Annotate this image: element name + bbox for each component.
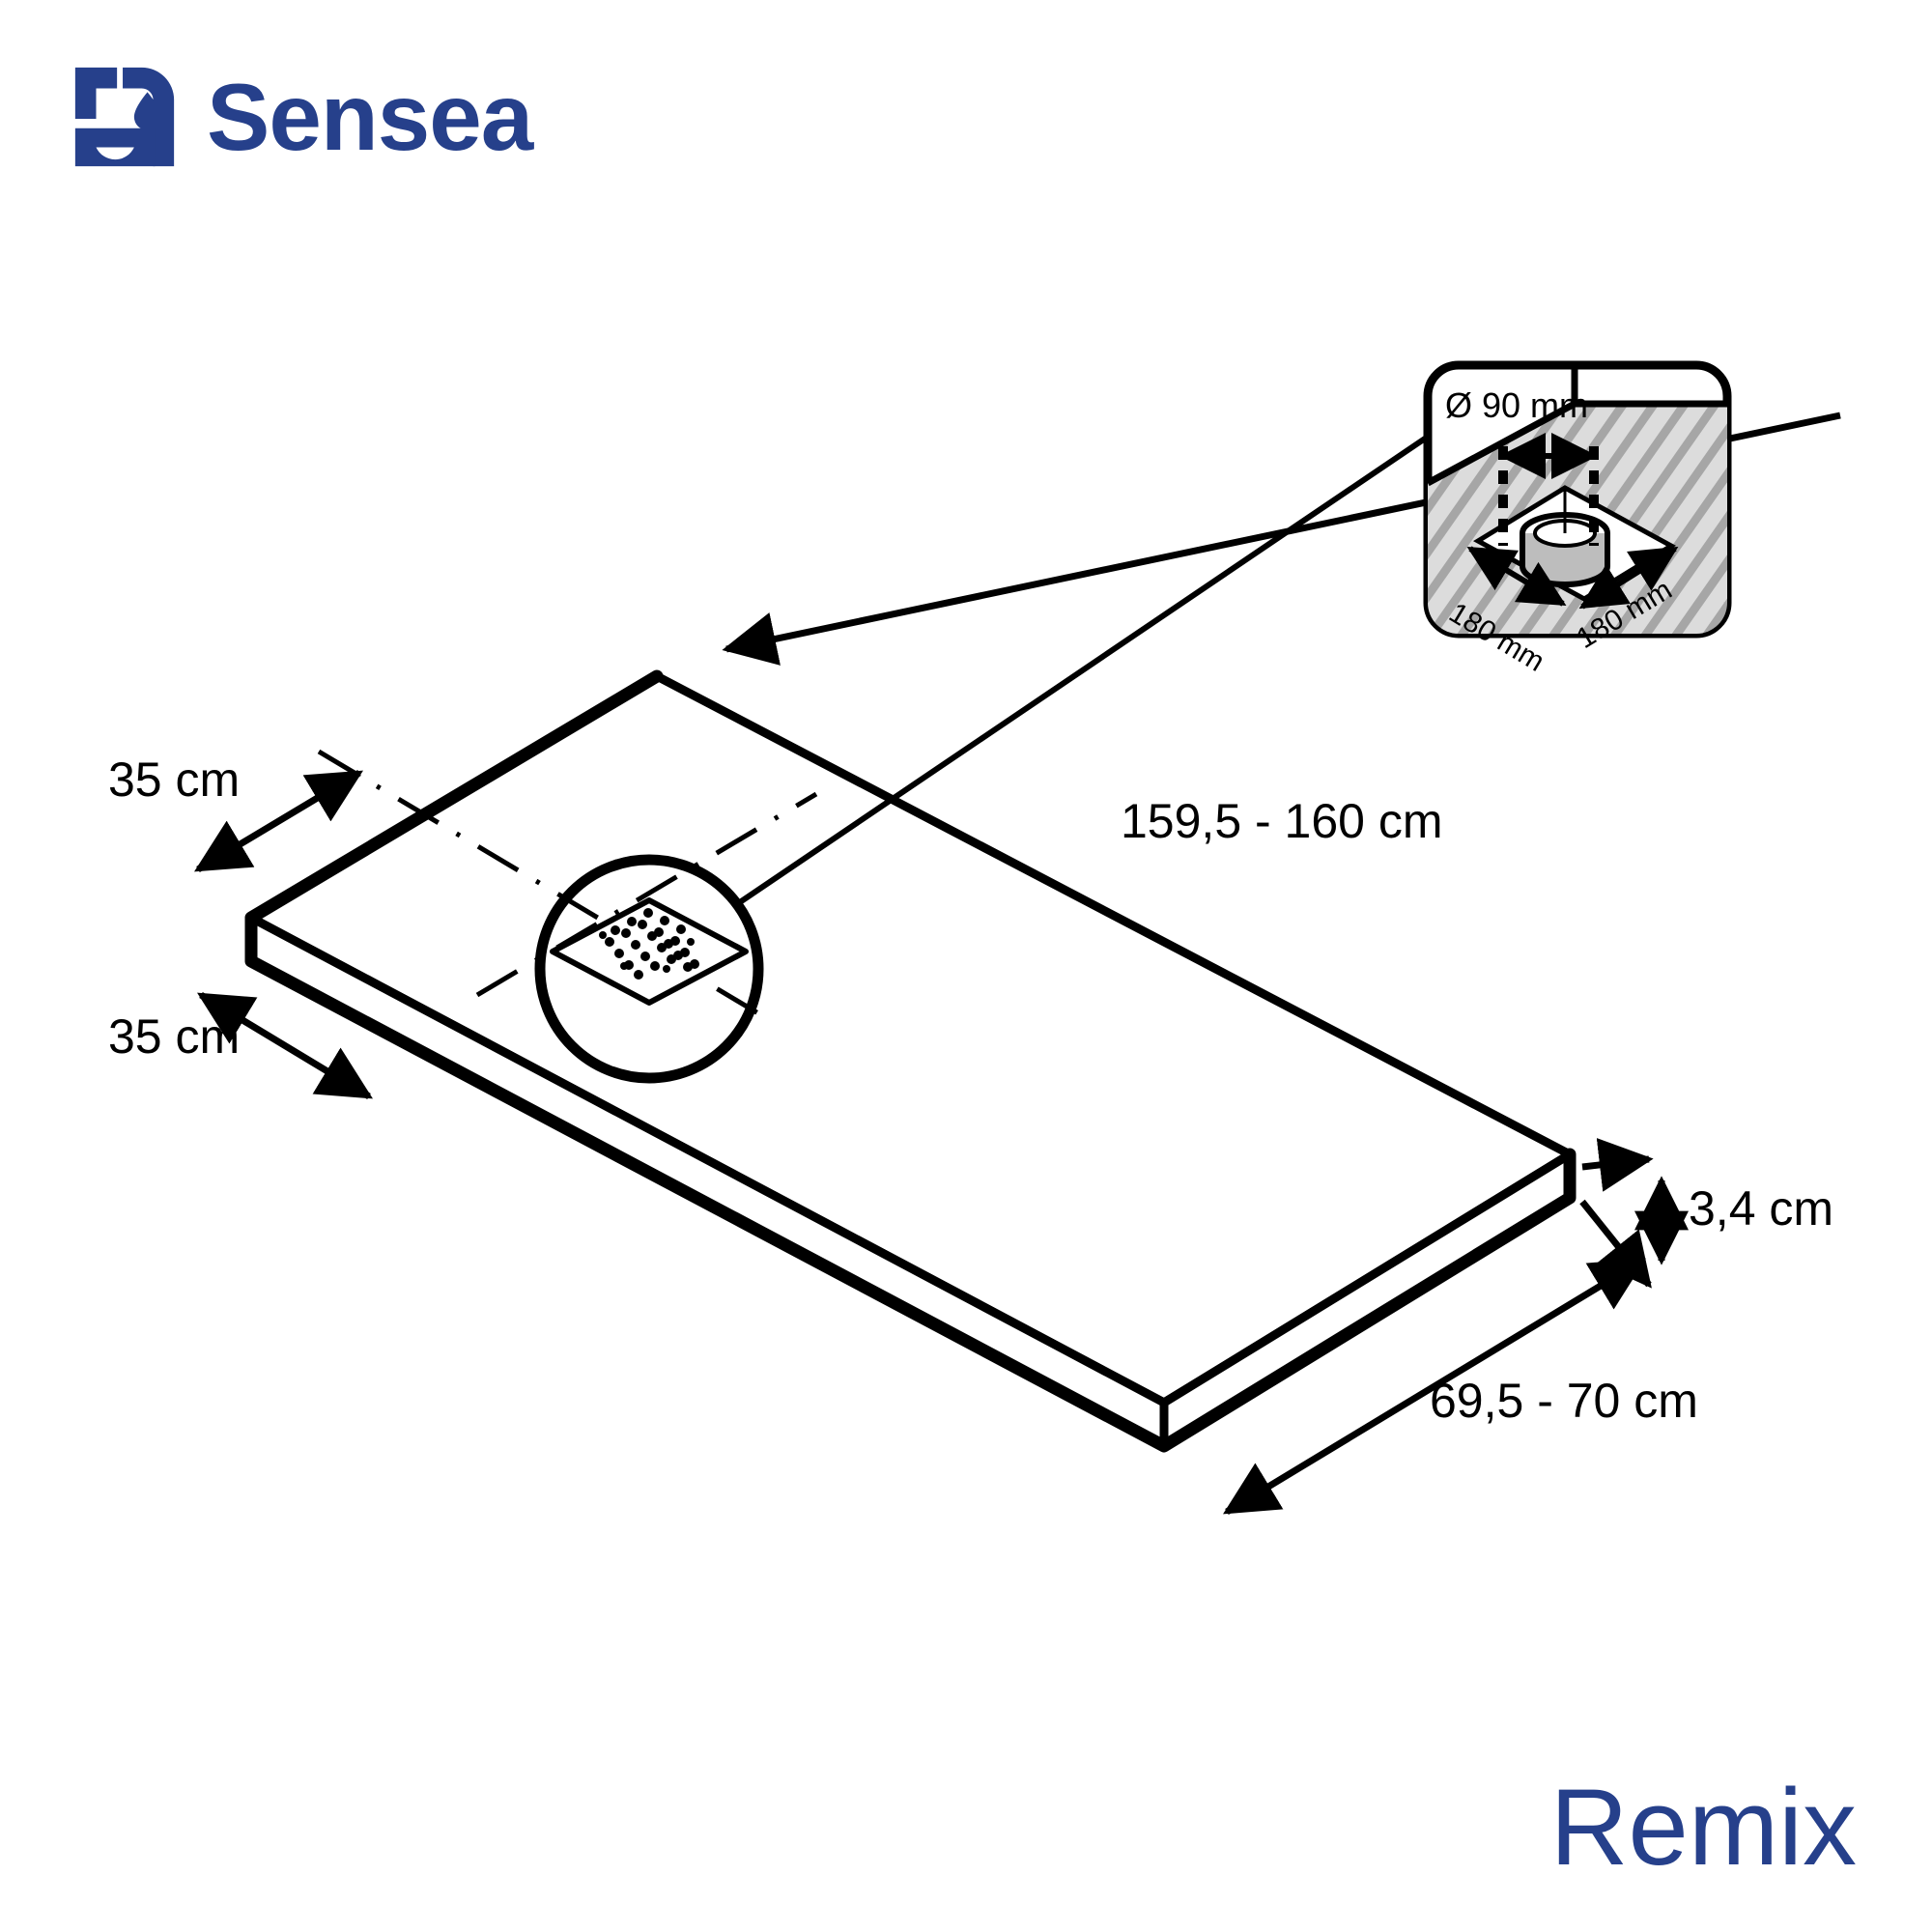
dimension-arrow-depth-bottom <box>197 992 373 1099</box>
brand-name: Sensea <box>207 64 533 170</box>
drain-grate-perforations <box>599 908 699 980</box>
detail-circle-icon <box>534 854 764 1084</box>
dimension-label-thickness: 3,4 cm <box>1689 1181 1834 1236</box>
leader-thickness-top <box>1581 1138 1654 1192</box>
inset-label-diameter: Ø 90 mm <box>1445 385 1588 425</box>
drain-centerlines <box>317 749 818 1019</box>
drain-grate-icon <box>550 897 749 1006</box>
dimension-label-depth-bottom: 35 cm <box>108 1009 241 1064</box>
dimension-thickness-group <box>1579 1138 1689 1289</box>
drain-detail-inset: Ø 90 mm 180 mm 180 mm <box>1423 360 1732 678</box>
tray-body <box>244 669 1577 1453</box>
tray-back-edge <box>655 673 1572 1157</box>
leader-thickness-bottom <box>1579 1199 1652 1289</box>
dimension-label-width: 69,5 - 70 cm <box>1430 1374 1698 1428</box>
inset-arrow-180-right <box>1578 546 1679 610</box>
drain-grate-plate <box>550 897 749 1006</box>
leader-to-inset <box>732 434 1430 909</box>
dimension-label-depth-top: 35 cm <box>108 753 241 807</box>
detail-circle-outline <box>534 854 764 1084</box>
tray-outline <box>244 669 1577 1453</box>
inset-arrow-180-left <box>1466 546 1567 607</box>
dimension-arrow-width <box>1223 1258 1646 1515</box>
dimension-label-length: 159,5 - 160 cm <box>1121 794 1443 848</box>
sensea-monogram-icon <box>74 67 175 167</box>
inset-diameter-extension-lines <box>1498 446 1599 546</box>
centerline-long <box>475 791 818 998</box>
dimension-arrow-depth-top <box>193 769 364 873</box>
brand-logo: Sensea <box>68 60 533 174</box>
model-name: Remix <box>1549 1767 1857 1888</box>
